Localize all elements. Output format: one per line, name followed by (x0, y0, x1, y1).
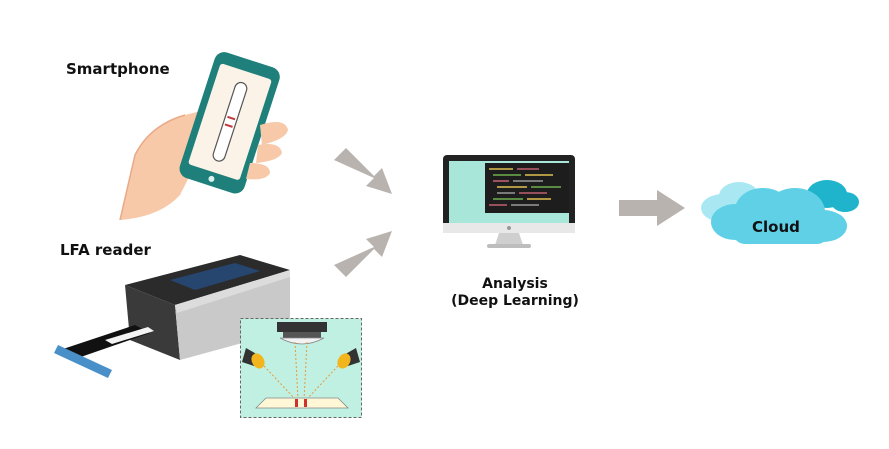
arrow-icon (334, 231, 392, 277)
monitor-icon (443, 155, 575, 248)
cloud-label: Cloud (752, 218, 800, 236)
lfa-reader-label: LFA reader (60, 241, 151, 259)
cloud-icon (701, 180, 859, 244)
smartphone-label: Smartphone (66, 60, 170, 78)
optics-inset-icon (240, 318, 362, 418)
arrow-icon (619, 190, 685, 226)
analysis-label-line2: (Deep Learning) (451, 293, 579, 309)
analysis-label: Analysis (Deep Learning) (430, 276, 600, 310)
smartphone-icon (119, 52, 288, 221)
analysis-label-line1: Analysis (482, 276, 548, 292)
arrow-icon (334, 148, 392, 194)
